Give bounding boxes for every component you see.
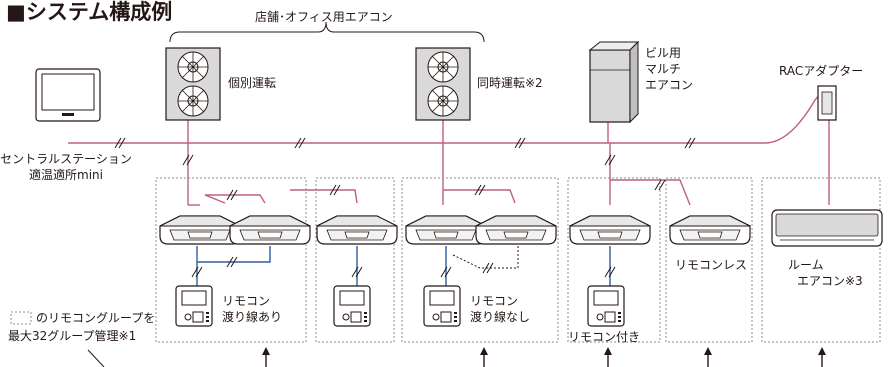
outdoor-unit-simultaneous: [415, 47, 471, 121]
indoor-unit: [475, 215, 557, 245]
store-office-bracket: [169, 21, 485, 43]
central-station-device: [35, 68, 101, 122]
label-with-remote: リモコン付き: [568, 330, 641, 344]
label-remote-without-crossover-2: 渡り線なし: [470, 310, 531, 324]
indoor-unit: [229, 215, 311, 245]
label-rac-adapter: RACアダプター: [779, 64, 864, 78]
store-office-label: 店舗･オフィス用エアコン: [255, 10, 393, 24]
label-simultaneous-operation: 同時運転※2: [477, 76, 543, 90]
group-arrow: [479, 346, 489, 367]
label-individual-operation: 個別運転: [228, 76, 277, 90]
label-remote-without-crossover-1: リモコン: [470, 294, 519, 308]
remote-controller: [423, 285, 461, 327]
indoor-unit: [669, 215, 751, 245]
group-arrow: [703, 346, 713, 367]
indoor-unit: [405, 215, 487, 245]
label-room-aircon-1: ルーム: [788, 258, 824, 272]
remote-controller: [175, 285, 213, 327]
outdoor-unit-individual: [165, 47, 221, 121]
rac-adapter: [817, 85, 837, 121]
label-central-station: セントラルステーション: [0, 152, 132, 166]
group-arrow: [261, 346, 271, 367]
building-multi-unit: [588, 40, 640, 124]
label-building-multi-3: エアコン: [645, 78, 694, 92]
label-room-aircon-2: エアコン※3: [797, 274, 863, 288]
transmission-lines: [68, 87, 830, 206]
label-remote-with-crossover-1: リモコン: [222, 294, 271, 308]
page-title: ■システム構成例: [6, 0, 173, 24]
remote-crossover-dotted: [452, 246, 519, 269]
remote-controller: [587, 285, 625, 327]
indoor-unit: [569, 215, 651, 245]
group-arrow: [817, 346, 827, 367]
indoor-unit: [316, 215, 398, 245]
label-group-note-2: 最大32グループ管理※1: [8, 329, 137, 343]
label-building-multi-2: マルチ: [645, 62, 682, 76]
note-legend-box: [10, 311, 32, 325]
remote-controller: [333, 285, 371, 327]
remote-groups: [155, 177, 881, 343]
room-aircon-unit: [771, 209, 883, 247]
line-marker: [654, 179, 666, 191]
remote-lines: [196, 246, 611, 290]
note-pointer: [87, 349, 105, 367]
label-remoteless: リモコンレス: [675, 258, 748, 272]
group-arrow: [603, 346, 613, 367]
indoor-unit: [159, 215, 241, 245]
label-building-multi-1: ビル用: [645, 46, 682, 60]
label-remote-with-crossover-2: 渡り線あり: [222, 310, 283, 324]
label-group-note-1: のリモコングループを: [36, 311, 156, 325]
label-central-station-mini: 適温適所mini: [29, 168, 103, 182]
